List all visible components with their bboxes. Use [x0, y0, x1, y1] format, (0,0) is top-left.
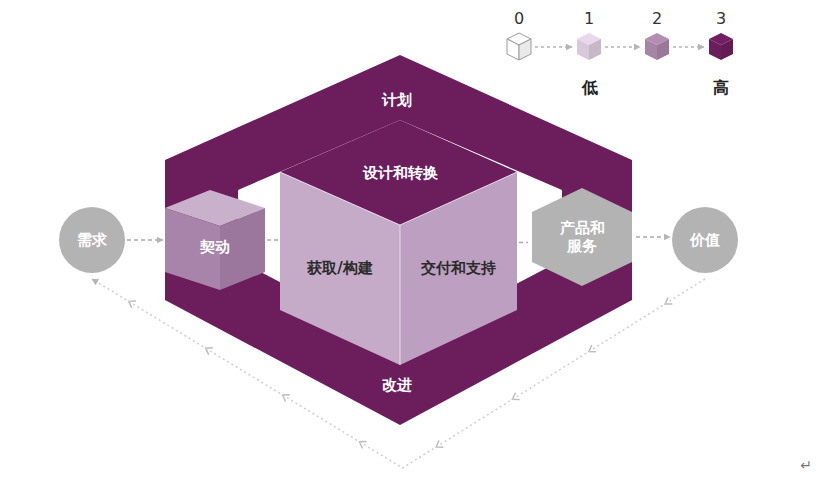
flow-chevron: [127, 298, 136, 308]
legend-level: 1: [584, 9, 594, 28]
legend-level: 0: [514, 9, 524, 28]
legend-swatch: [574, 31, 604, 63]
engage-cube: 契动: [165, 190, 265, 290]
swatch-right: [519, 39, 531, 60]
cube-edge: [280, 172, 517, 365]
legend-swatch: [706, 31, 736, 63]
flow-connector: [636, 236, 670, 238]
swatch-right: [721, 39, 733, 60]
node-label: 改进: [382, 376, 412, 394]
swatch-right: [589, 39, 601, 60]
legend-item: 0: [504, 9, 534, 65]
legend-item: 2: [642, 9, 672, 65]
flow-chevron: [280, 392, 289, 402]
product-hexagon: 产品和服务: [530, 188, 634, 286]
swatch-left: [507, 39, 519, 60]
node-label: 价值: [690, 231, 720, 249]
node-label: 计划: [382, 91, 412, 109]
legend-arrow: [673, 46, 704, 48]
flow-chevron: [510, 393, 519, 403]
legend-item: 1: [574, 9, 604, 65]
flow-connector: [267, 239, 278, 241]
decoration: [127, 47, 704, 450]
legend-swatch: [504, 31, 534, 63]
return-mark: ↵: [800, 457, 812, 473]
node-label: 设计和转换: [363, 164, 438, 182]
legend-item: 3: [706, 9, 736, 65]
flow-connector: [127, 239, 163, 241]
swatch-left: [645, 39, 657, 60]
hexagon-outline: [532, 188, 632, 286]
flow-chevron: [587, 345, 596, 355]
frame-band: [165, 55, 632, 425]
circle-outline: [672, 207, 738, 273]
flow-chevron: [204, 345, 213, 355]
node-label: 契动: [200, 238, 230, 256]
legend-arrow: [605, 46, 640, 48]
node-label: 产品和服务: [558, 219, 606, 255]
swatch-left: [577, 39, 589, 60]
value-chain-cube-shape: [280, 120, 517, 365]
cube-left-face: [280, 172, 400, 365]
legend-swatch: [642, 31, 672, 63]
circle-outline: [59, 207, 125, 273]
legend-level: 2: [652, 9, 662, 28]
level-label: 低: [582, 78, 598, 99]
node-label: 获取/构建: [307, 259, 372, 277]
output-circle: 价值: [672, 207, 738, 273]
flow-connector: [519, 242, 528, 244]
flow-chevron: [357, 438, 366, 448]
flow-chevron: [434, 440, 443, 450]
swatch-left: [709, 39, 721, 60]
swatch-right: [657, 39, 669, 60]
node-label: 需求: [77, 231, 107, 249]
flow-chevron: [663, 297, 672, 307]
legend-level: 3: [716, 9, 726, 28]
node-label: 交付和支持: [421, 259, 496, 277]
cube-right-face: [400, 172, 517, 365]
legend-arrow: [535, 46, 572, 48]
level-label: 高: [713, 78, 729, 99]
input-circle: 需求: [59, 207, 125, 273]
value-chain-cube: 设计和转换获取/构建 交付和支持: [280, 120, 517, 365]
